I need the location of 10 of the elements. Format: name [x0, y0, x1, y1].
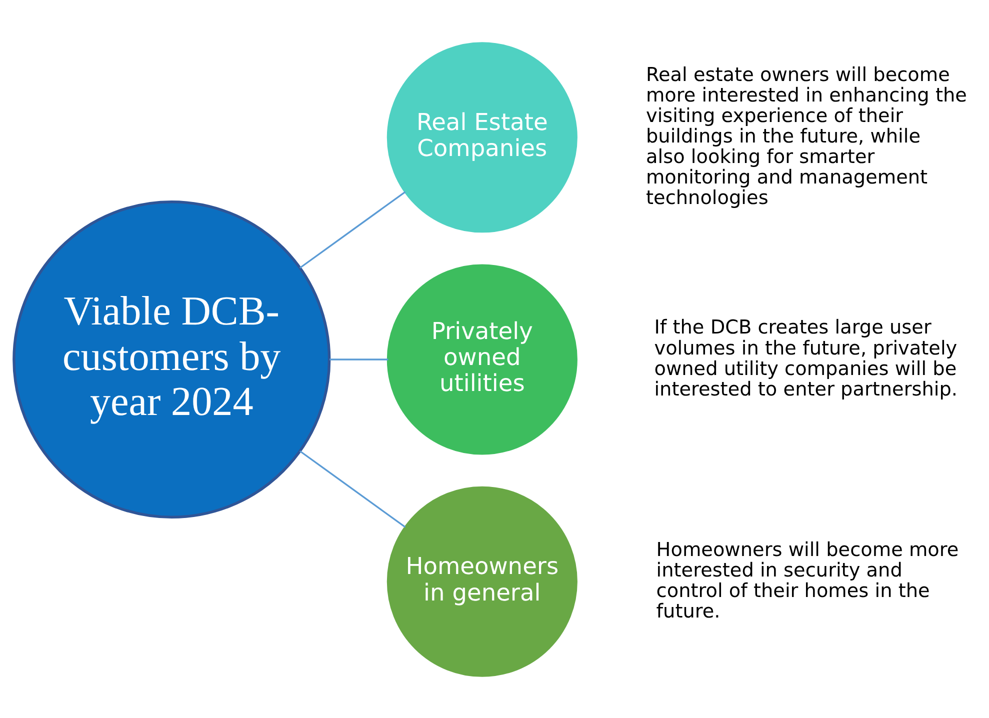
node-label: If the DCB creates large user volumes in the future, privately owned utility companies will be interested to enter partnership.	[654, 315, 958, 400]
connector	[299, 190, 406, 268]
node-circle: Homeowners in general	[386, 486, 578, 676]
node-circle: Viable DCB-customers by year 2024	[12, 200, 331, 518]
node-circle: Privately owned utilities	[386, 264, 578, 454]
node-circle: Real Estate Companies	[386, 42, 578, 232]
connector	[299, 450, 406, 528]
connector	[330, 358, 388, 360]
node-label: Homeowners will become more interested in security and control of their homes in the future.	[656, 537, 959, 622]
node-label: Real estate owners will become more interested in enhancing the visiting experience of their buildings in the future, while also looking for smarter monitoring and management technologies	[646, 62, 967, 209]
